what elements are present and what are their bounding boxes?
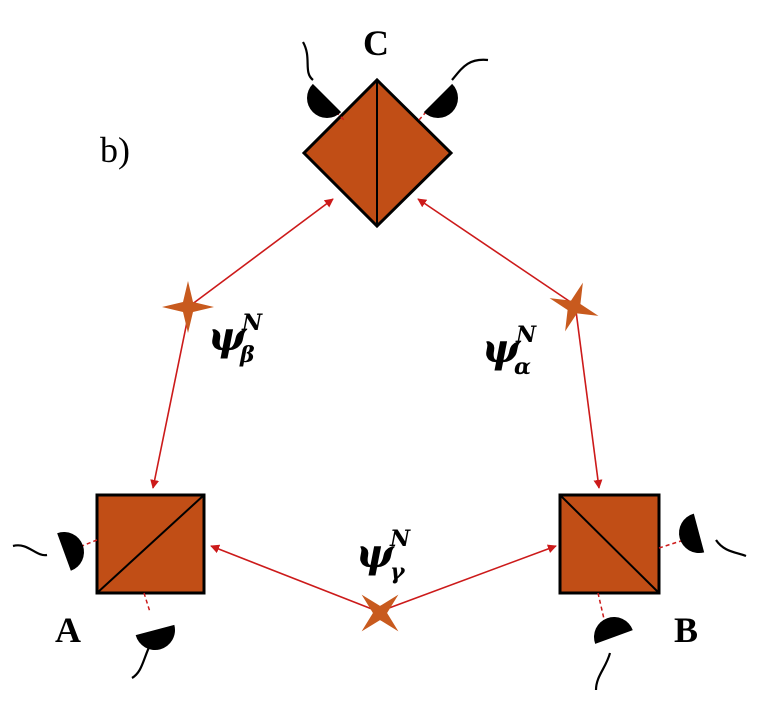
arrow-alpha-to-b bbox=[575, 310, 603, 489]
source-star-icon bbox=[549, 282, 599, 332]
detector-icon bbox=[423, 83, 458, 118]
detector-icon bbox=[307, 83, 342, 118]
splitter-a-diagonal bbox=[96, 494, 205, 594]
beam-splitter-a bbox=[95, 493, 206, 595]
source-alpha bbox=[549, 282, 599, 332]
link-b-bottom bbox=[597, 592, 605, 620]
arrows bbox=[150, 198, 603, 612]
splitter-b-diagonal bbox=[559, 494, 660, 594]
node-b-label: B bbox=[674, 610, 698, 650]
panel-label: b) bbox=[100, 130, 130, 170]
detectors bbox=[12, 41, 747, 691]
detector-cable bbox=[594, 652, 612, 691]
link-b-right bbox=[658, 539, 685, 549]
detector-cable bbox=[451, 58, 489, 81]
arrow-beta-to-c bbox=[190, 198, 334, 306]
arrow-beta-to-a bbox=[150, 311, 190, 489]
source-beta bbox=[162, 281, 214, 333]
beam-splitter-c bbox=[301, 77, 454, 229]
link-c-right bbox=[418, 111, 427, 121]
arrow-gamma-to-b bbox=[380, 544, 557, 612]
beam-splitter-b bbox=[558, 493, 661, 595]
detector-cable bbox=[715, 539, 747, 558]
detector-icon bbox=[135, 624, 175, 650]
detector-icon bbox=[679, 513, 705, 553]
detector-cable bbox=[302, 41, 314, 81]
source-gamma bbox=[361, 594, 399, 632]
source-star-icon bbox=[361, 594, 399, 632]
detector-icon bbox=[594, 617, 633, 644]
link-a-left bbox=[81, 539, 98, 547]
detector-icon bbox=[57, 532, 84, 571]
detector-cable bbox=[12, 544, 48, 557]
link-a-bottom bbox=[143, 592, 151, 613]
detector-cable bbox=[131, 644, 151, 679]
arrow-gamma-to-a bbox=[210, 544, 378, 612]
arrow-alpha-to-c bbox=[417, 198, 573, 304]
node-a-label: A bbox=[55, 610, 81, 650]
node-c-label: C bbox=[363, 23, 389, 63]
source-star-icon bbox=[162, 281, 214, 333]
